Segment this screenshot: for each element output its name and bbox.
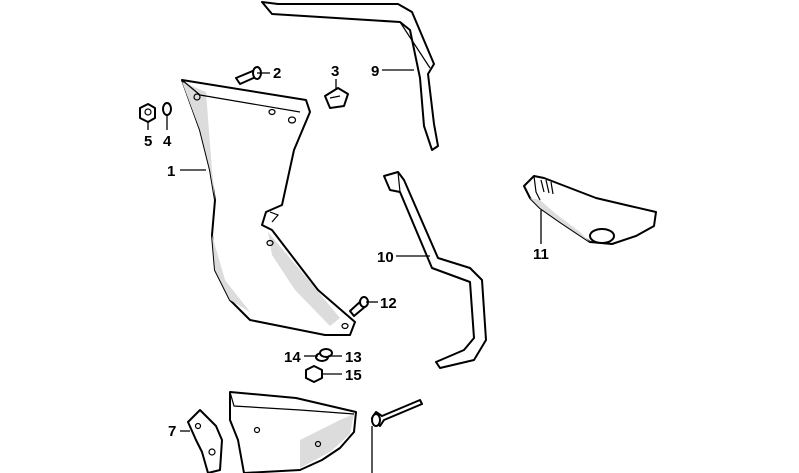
callout-15: 15 [345, 367, 362, 384]
callout-4: 4 [163, 133, 172, 150]
callout-10: 10 [377, 249, 394, 266]
side-trim-panel [181, 79, 356, 336]
rivet [371, 399, 423, 427]
washers-13-14 [315, 348, 333, 362]
clip-nut-3 [324, 87, 349, 109]
callout-9: 9 [371, 63, 379, 80]
washer-4 [162, 102, 172, 116]
callout-3: 3 [331, 63, 339, 80]
bracket-7 [187, 409, 223, 473]
screw-2 [235, 66, 262, 85]
upper-trim-strip-9 [261, 1, 439, 151]
callout-5: 5 [144, 133, 152, 150]
callout-12: 12 [380, 295, 397, 312]
callout-11: 11 [533, 246, 549, 263]
lower-trim-strip-10 [383, 171, 487, 369]
sleeve-11 [523, 175, 657, 245]
callout-2: 2 [273, 65, 281, 82]
callout-14: 14 [284, 349, 301, 366]
nut-15 [305, 365, 323, 383]
screw-12 [349, 296, 369, 317]
callout-labels: 1 2 3 4 5 7 9 10 11 12 13 14 15 [144, 63, 549, 440]
hex-nut-5 [139, 103, 156, 123]
callout-7: 7 [168, 423, 176, 440]
callout-1: 1 [167, 163, 175, 180]
leader-lines [147, 69, 542, 473]
lower-cover [229, 391, 357, 473]
callout-13: 13 [345, 349, 362, 366]
